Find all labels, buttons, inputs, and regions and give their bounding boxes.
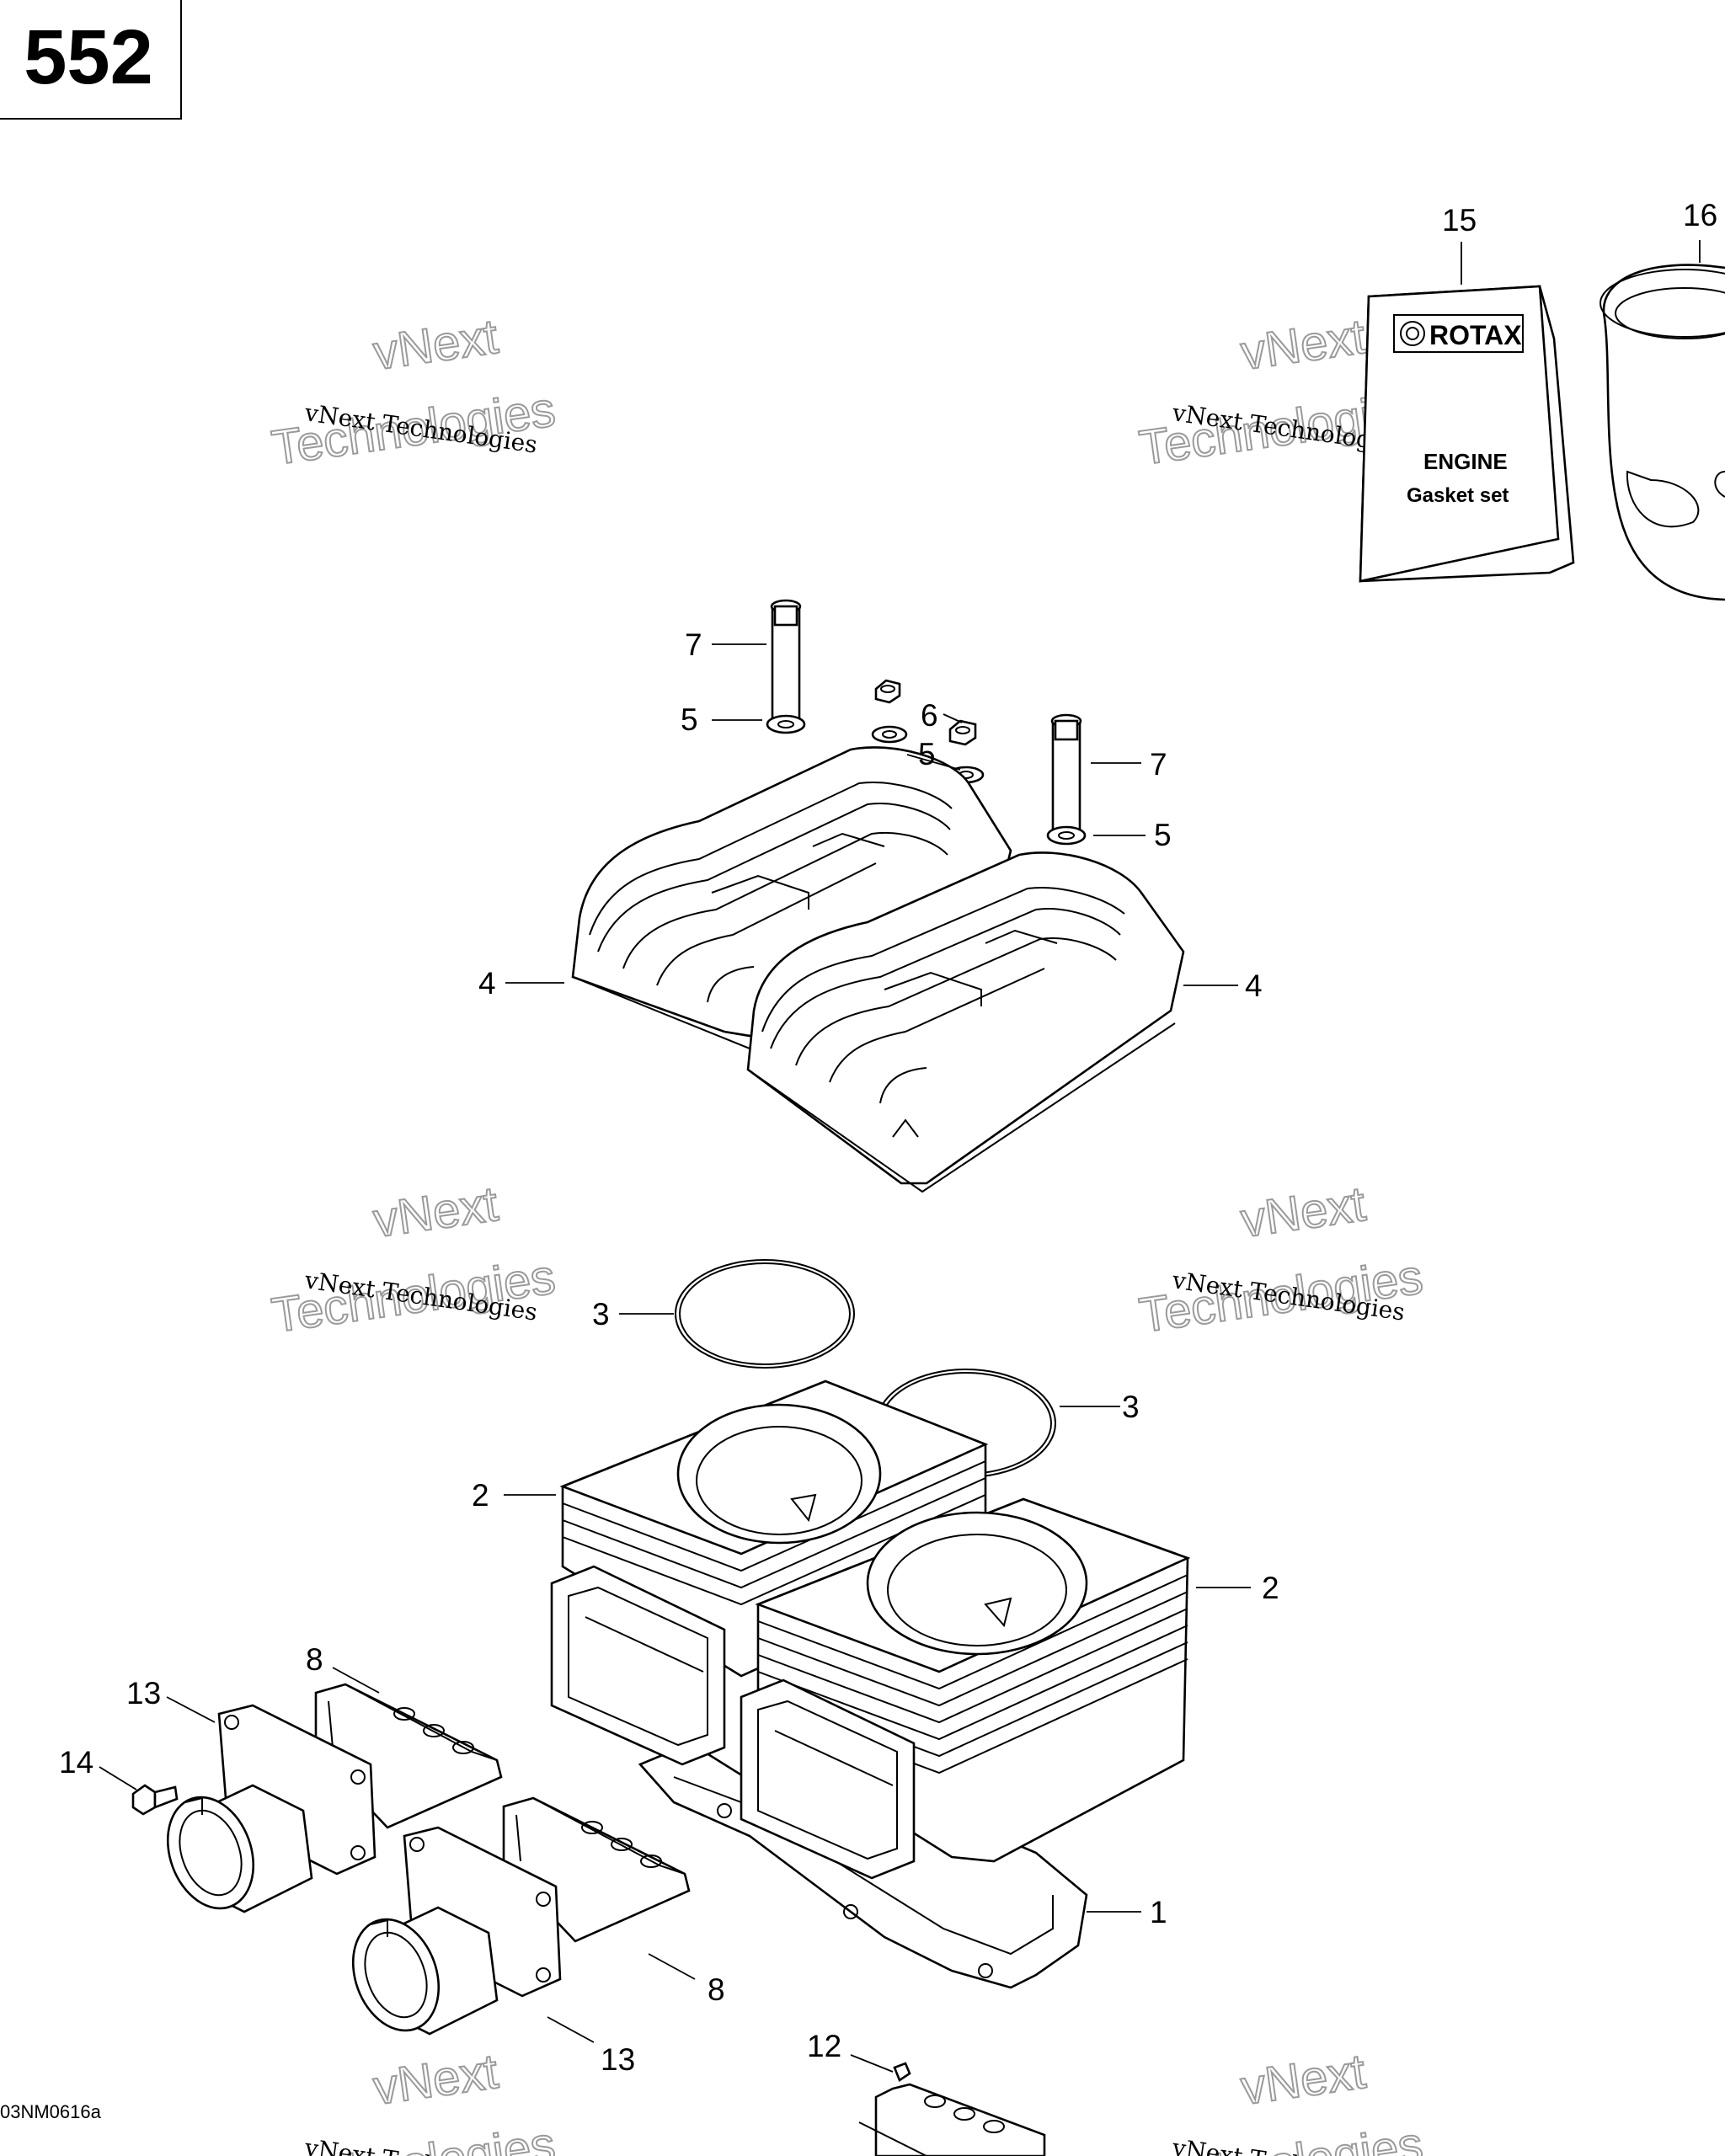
watermark-big-top: vNext: [370, 309, 501, 381]
callout-3-left: 3: [592, 1297, 610, 1331]
page-number-box: 552: [0, 0, 182, 120]
callout-13-right: 13: [601, 2042, 635, 2077]
rotax-logo-icon: [1400, 321, 1425, 346]
callout-16: 16: [1683, 198, 1717, 232]
callout-6: 6: [921, 698, 938, 733]
callout-2-right: 2: [1262, 1571, 1279, 1605]
washer-center: [871, 725, 908, 744]
washer-right: [1046, 825, 1087, 846]
callout-13-left: 13: [126, 1676, 161, 1710]
watermark-bottom-left: vNext Technologies vNext Technologies: [268, 2043, 559, 2156]
leader-lines: [99, 240, 1701, 2073]
nut-right: [948, 719, 977, 746]
reed-stopper: [858, 2062, 1046, 2156]
callout-1: 1: [1150, 1895, 1167, 1929]
intake-port-right: [740, 1678, 916, 1880]
cylinder-head-right: [746, 851, 1185, 1193]
callout-4-right: 4: [1245, 969, 1263, 1003]
watermark-mid-left: vNext Technologies vNext Technologies: [268, 1176, 559, 1344]
screw: [131, 1784, 179, 1816]
cylinder-head-left: [571, 746, 1012, 1050]
callout-4-left: 4: [478, 966, 496, 1001]
callout-7-right: 7: [1150, 747, 1167, 782]
callout-5-right: 5: [1154, 818, 1172, 852]
gasket-box-brand: ROTAX: [1429, 320, 1522, 350]
intake-port-left: [550, 1565, 726, 1766]
gasket-set-box: ROTAX ENGINE Gasket set: [1359, 285, 1575, 583]
callout-15: 15: [1442, 203, 1477, 237]
watermark-big-top: vNext: [370, 2044, 501, 2116]
watermark-top-left: vNext Technologies vNext Technologies: [268, 308, 559, 477]
watermark-big-top: vNext: [1237, 309, 1369, 381]
watermark-big-top: vNext: [370, 1177, 501, 1248]
intake-manifold-right: [351, 1826, 562, 2036]
watermark-bottom-right: vNext Technologies vNext Technologies: [1135, 2043, 1427, 2156]
callout-12: 12: [807, 2029, 841, 2063]
stud-right: [1050, 713, 1082, 841]
intake-manifold-left: [166, 1704, 377, 1913]
watermark-big-top: vNext: [1237, 2044, 1369, 2116]
gasket-box-line1: ENGINE: [1423, 449, 1508, 474]
callout-2-left: 2: [472, 1478, 489, 1513]
o-ring-left: [675, 1259, 855, 1369]
callout-3-right: 3: [1122, 1390, 1140, 1424]
fastener-group: [766, 599, 1087, 846]
cylinder-sleeve: [1599, 264, 1725, 601]
callout-14: 14: [59, 1745, 93, 1780]
callouts: 15 16 7 5 6 5 7 5 4 4 3 3 2 2 8 13 14 1 …: [59, 198, 1717, 2077]
nut-left: [874, 679, 901, 704]
washer-left: [766, 714, 806, 734]
drawing-code: 03NM0616a: [0, 2101, 101, 2122]
callout-8-left: 8: [306, 1642, 323, 1677]
callout-5-left: 5: [681, 702, 698, 737]
watermark-mid-right: vNext Technologies vNext Technologies: [1135, 1176, 1427, 1344]
callout-8-right: 8: [708, 1972, 725, 2007]
watermark-big-top: vNext: [1237, 1177, 1369, 1248]
callout-5-center: 5: [918, 737, 936, 771]
gasket-box-line2: Gasket set: [1407, 484, 1509, 507]
page-number: 552: [24, 14, 153, 100]
callout-7-left: 7: [685, 627, 702, 662]
stud-left: [770, 599, 802, 726]
